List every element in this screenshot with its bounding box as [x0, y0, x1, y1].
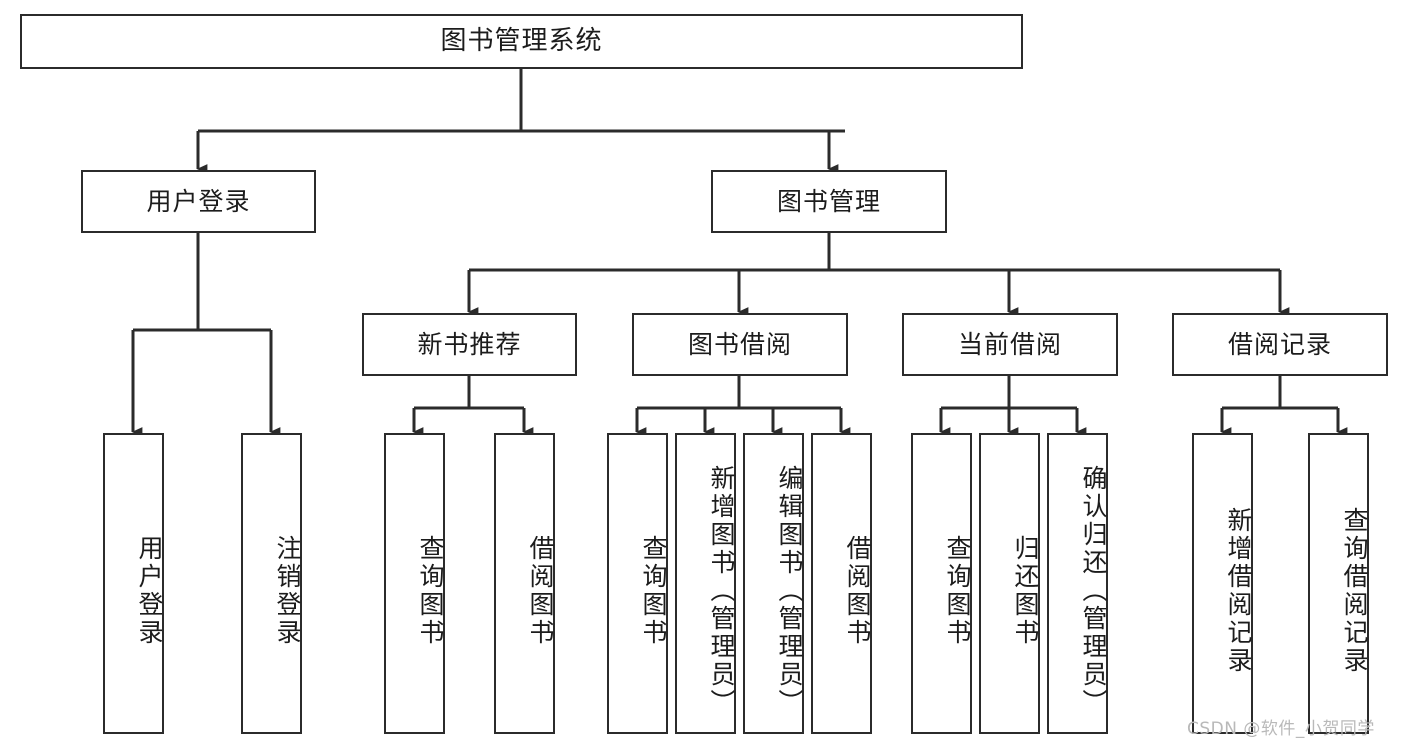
leaf-query-book-current[interactable]: 查询图书 [911, 433, 972, 734]
leaf-add-borrow-record[interactable]: 新增借阅记录 [1192, 433, 1253, 734]
node-label: 图书管理系统 [440, 26, 603, 57]
node-root-book-management-system[interactable]: 图书管理系统 [20, 14, 1023, 69]
csdn-watermark: CSDN @软件_小贺同学 [1187, 719, 1375, 739]
node-label: 用户登录 [135, 534, 164, 647]
node-book-manage[interactable]: 图书管理 [711, 170, 947, 233]
node-label: 确认归还（管理员） [1079, 464, 1108, 717]
node-label: 新增借阅记录 [1224, 506, 1253, 675]
node-label: 新书推荐 [417, 329, 522, 359]
node-label: 当前借阅 [957, 329, 1062, 359]
node-current-borrow[interactable]: 当前借阅 [902, 313, 1118, 376]
node-label: 编辑图书（管理员） [775, 464, 804, 717]
leaf-edit-book[interactable]: 编辑图书（管理员） [743, 433, 804, 734]
node-book-borrow[interactable]: 图书借阅 [632, 313, 848, 376]
node-label: 注销登录 [273, 534, 302, 647]
node-label: 查询借阅记录 [1340, 506, 1369, 675]
node-label: 用户登录 [146, 186, 251, 216]
leaf-borrow-book[interactable]: 借阅图书 [811, 433, 872, 734]
leaf-query-book-borrow[interactable]: 查询图书 [607, 433, 668, 734]
node-label: 借阅记录 [1227, 329, 1332, 359]
node-label: 归还图书 [1011, 534, 1040, 647]
leaf-query-book-recommend[interactable]: 查询图书 [384, 433, 445, 734]
node-label: 新增图书（管理员） [707, 464, 736, 717]
node-label: 图书管理 [776, 186, 881, 216]
leaf-confirm-return[interactable]: 确认归还（管理员） [1047, 433, 1108, 734]
node-label: 图书借阅 [687, 329, 792, 359]
node-borrow-record[interactable]: 借阅记录 [1172, 313, 1388, 376]
leaf-borrow-book-recommend[interactable]: 借阅图书 [494, 433, 555, 734]
node-user-login[interactable]: 用户登录 [81, 170, 316, 233]
node-label: 查询图书 [416, 534, 445, 647]
node-label: 借阅图书 [526, 534, 555, 647]
node-label: 借阅图书 [843, 534, 872, 647]
leaf-logout-login[interactable]: 注销登录 [241, 433, 302, 734]
leaf-return-book[interactable]: 归还图书 [979, 433, 1040, 734]
leaf-user-login[interactable]: 用户登录 [103, 433, 164, 734]
node-label: 查询图书 [639, 534, 668, 647]
node-label: 查询图书 [943, 534, 972, 647]
node-new-book-recommend[interactable]: 新书推荐 [362, 313, 577, 376]
leaf-query-borrow-record[interactable]: 查询借阅记录 [1308, 433, 1369, 734]
leaf-add-book[interactable]: 新增图书（管理员） [675, 433, 736, 734]
